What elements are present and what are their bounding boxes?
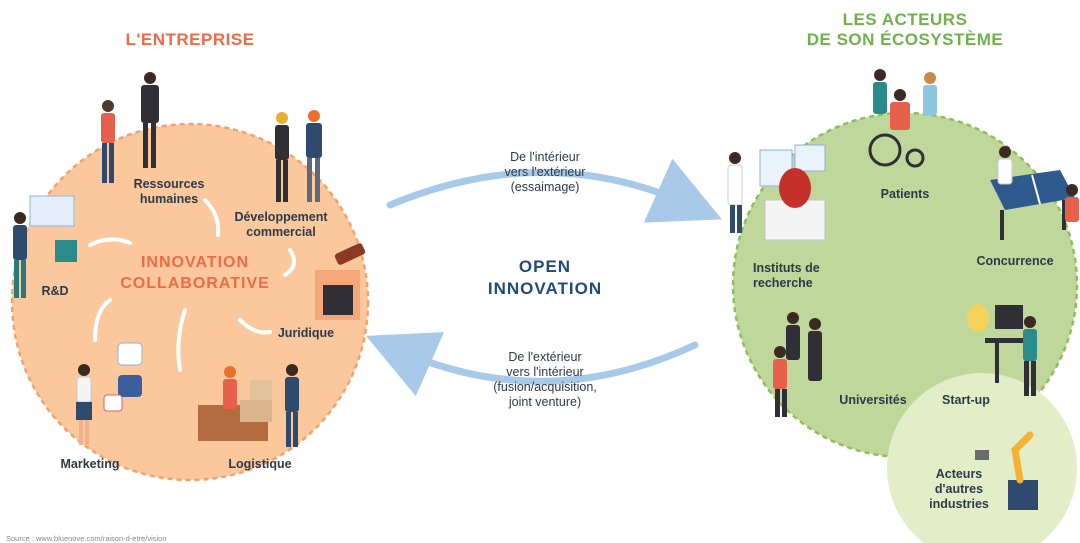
label-rd: R&D <box>41 284 69 298</box>
figure-universites <box>773 312 822 417</box>
open-innovation-line2: INNOVATION <box>487 279 603 298</box>
label-patients: Patients <box>880 187 930 201</box>
figure-instituts <box>727 144 826 241</box>
innovation-line2: COLLABORATIVE <box>120 275 270 292</box>
figure-rh <box>101 72 159 183</box>
figure-concurrence <box>990 146 1079 240</box>
figure-logistique <box>198 364 299 447</box>
figure-startup <box>967 304 1037 396</box>
flow-arrow-inside-out <box>386 158 722 223</box>
flow-outside-in-line1: De l'extérieur <box>508 350 582 364</box>
flow-outside-in-line2: vers l'intérieur <box>506 365 584 379</box>
figure-patients <box>868 69 937 168</box>
flow-inside-out-line1: De l'intérieur <box>510 150 580 164</box>
ecosystem-title: LES ACTEURS DE SON ÉCOSYSTÈME <box>790 10 1020 50</box>
figure-autres-industries <box>975 431 1038 510</box>
flow-inside-out-line3: (essaimage) <box>510 180 580 194</box>
label-startup: Start-up <box>942 393 990 407</box>
flow-text-inside-out: De l'intérieur vers l'extérieur (essaima… <box>480 150 610 195</box>
inner-cycle-arrows <box>88 198 296 372</box>
innovation-collaborative-label: INNOVATION COLLABORATIVE <box>95 252 295 294</box>
flow-outside-in-line3: (fusion/acquisition, <box>493 380 597 394</box>
label-autres-industries: Acteurs d'autres industries <box>929 467 989 511</box>
label-marketing: Marketing <box>60 457 120 471</box>
open-innovation-line1: OPEN <box>518 257 572 276</box>
flow-text-outside-in: De l'extérieur vers l'intérieur (fusion/… <box>470 350 620 410</box>
enterprise-title: L'ENTREPRISE <box>125 30 255 49</box>
label-universites: Universités <box>839 393 907 407</box>
label-logistique: Logistique <box>228 457 292 471</box>
label-ressources-humaines: Ressources humaines <box>133 177 205 206</box>
label-instituts-recherche: Instituts de recherche <box>753 261 820 290</box>
figure-rd <box>13 195 77 298</box>
innovation-line1: INNOVATION <box>140 254 250 271</box>
open-innovation-label: OPEN INNOVATION <box>460 256 630 300</box>
flow-outside-in-line4: joint venture) <box>508 395 582 409</box>
flow-arrow-outside-in <box>365 332 699 397</box>
source-note: Source : www.bluenove.com/raison-d-etre/… <box>6 534 167 543</box>
figure-dev <box>275 110 322 202</box>
label-juridique: Juridique <box>277 326 335 340</box>
label-concurrence: Concurrence <box>976 254 1054 268</box>
ecosystem-title-line1: LES ACTEURS <box>842 10 968 29</box>
label-developpement-commercial: Développement commercial <box>234 210 328 239</box>
ecosystem-title-line2: DE SON ÉCOSYSTÈME <box>806 30 1004 49</box>
figure-marketing <box>76 342 143 445</box>
flow-inside-out-line2: vers l'extérieur <box>504 165 586 179</box>
enterprise-circle <box>10 122 370 482</box>
figure-juridique <box>315 243 366 320</box>
